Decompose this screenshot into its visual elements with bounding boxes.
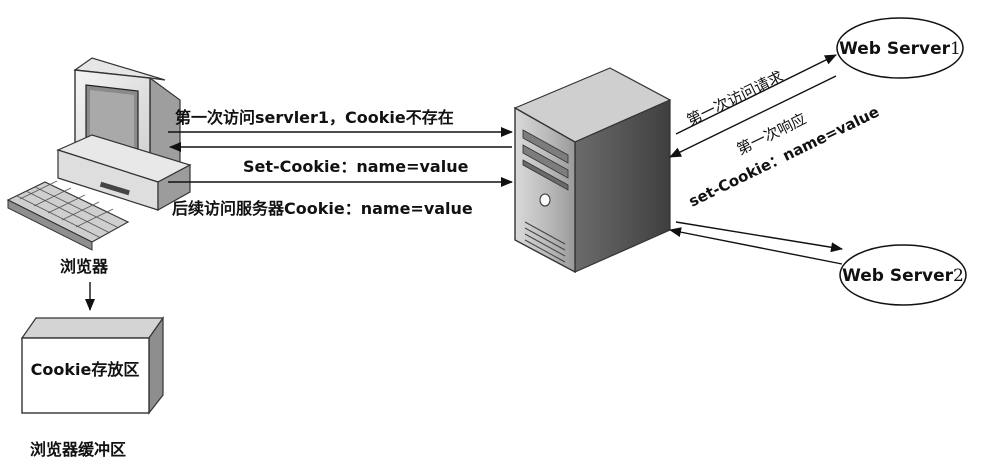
web-server-2-node: Web Server2 [839,244,967,306]
set-cookie-label: Set-Cookie：name=value [243,157,469,176]
first-visit-label: 第一次访问servler1，Cookie不存在 [175,108,454,127]
request-arrow [675,54,837,135]
cookie-storage-label: Cookie存放区 [31,360,140,379]
request-label: 第一次访问请求 [684,67,786,129]
web-server-1-label: Web Server1 [839,39,961,59]
web-server-2-label: Web Server2 [842,266,964,286]
web-server-1-node: Web Server1 [836,17,964,79]
later-visit-label: 后续访问服务器Cookie：name=value [172,199,473,218]
browser-cache-label: 浏览器缓冲区 [30,440,126,459]
server-tower-icon [513,67,672,274]
cookie-storage-box [20,316,165,415]
browser-label: 浏览器 [60,257,109,276]
computer-icon [6,57,192,251]
to-server2-arrow [675,221,843,253]
from-server2-arrow [669,227,843,265]
response-arrow [669,75,837,158]
